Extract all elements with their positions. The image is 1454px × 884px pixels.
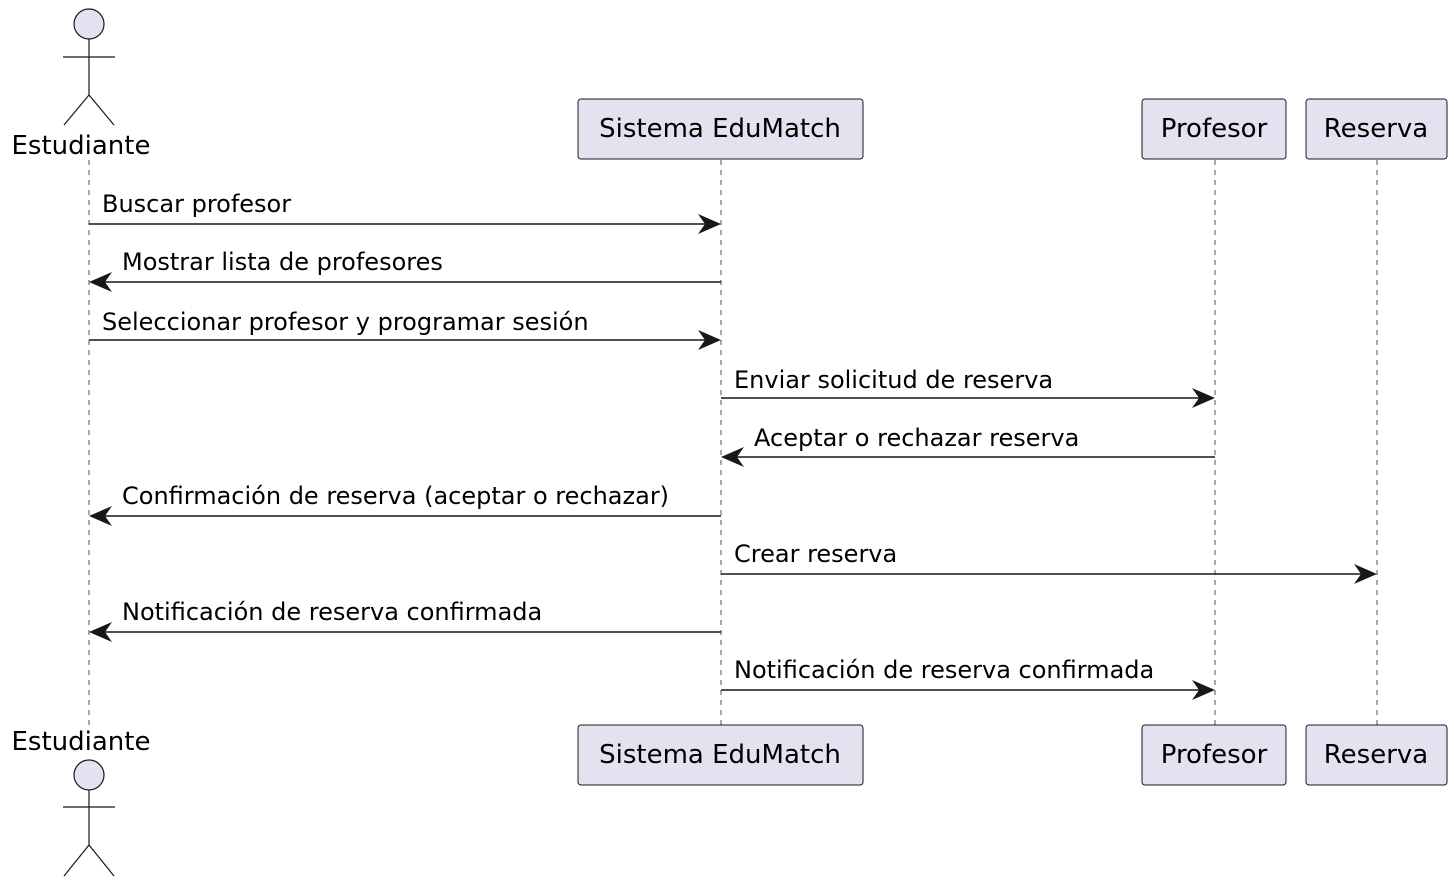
participant-label-sistema: Sistema EduMatch	[599, 114, 841, 144]
lifelines	[88, 160, 1378, 725]
message-label: Notificación de reserva confirmada	[122, 598, 542, 626]
actor-head	[73, 759, 105, 791]
message-8: Notificación de reserva confirmada	[89, 598, 721, 642]
actor-leg-left	[63, 844, 90, 877]
participants-bottom: Estudiante Sistema EduMatch Profesor Res…	[12, 724, 1448, 877]
participant-box	[1141, 724, 1287, 786]
arrowhead	[1192, 388, 1215, 408]
arrowhead	[1354, 564, 1377, 584]
message-4: Enviar solicitud de reserva	[721, 366, 1215, 408]
participants-top: Estudiante Sistema EduMatch Profesor Res…	[12, 8, 1448, 161]
participant-label-profesor: Profesor	[1161, 740, 1268, 770]
message-7: Crear reserva	[721, 540, 1377, 584]
participant-label-estudiante: Estudiante	[12, 727, 151, 757]
participant-label-profesor: Profesor	[1161, 114, 1268, 144]
message-label: Notificación de reserva confirmada	[734, 656, 1154, 684]
message-label: Aceptar o rechazar reserva	[754, 424, 1079, 452]
message-9: Notificación de reserva confirmada	[721, 656, 1215, 700]
message-label: Buscar profesor	[102, 190, 291, 218]
message-label: Mostrar lista de profesores	[122, 248, 443, 276]
participant-box	[1305, 724, 1448, 786]
arrowhead	[89, 272, 112, 292]
actor-estudiante-bottom: Estudiante	[12, 727, 151, 877]
arrowhead	[698, 330, 721, 350]
participant-box	[577, 98, 864, 160]
arrowhead	[89, 506, 112, 526]
actor-leg-left	[63, 94, 90, 126]
arrowhead	[721, 447, 744, 467]
participant-profesor-bottom: Profesor	[1141, 724, 1287, 786]
participant-box	[577, 724, 864, 786]
arrowhead	[698, 214, 721, 234]
message-1: Buscar profesor	[89, 190, 721, 234]
participant-profesor-top: Profesor	[1141, 98, 1287, 160]
message-label: Seleccionar profesor y programar sesión	[102, 308, 589, 336]
message-label: Crear reserva	[734, 540, 897, 568]
messages: Buscar profesor Mostrar lista de profeso…	[89, 190, 1377, 700]
participant-box	[1305, 98, 1448, 160]
participant-sistema-bottom: Sistema EduMatch	[577, 724, 864, 786]
arrowhead	[89, 622, 112, 642]
message-label: Confirmación de reserva (aceptar o recha…	[122, 482, 669, 510]
message-label: Enviar solicitud de reserva	[734, 366, 1053, 394]
participant-box	[1141, 98, 1287, 160]
actor-head	[73, 8, 105, 40]
participant-reserva-top: Reserva	[1305, 98, 1448, 160]
message-5: Aceptar o rechazar reserva	[721, 424, 1215, 467]
actor-estudiante-top: Estudiante	[12, 8, 151, 161]
arrowhead	[1192, 680, 1215, 700]
participant-label-reserva: Reserva	[1324, 114, 1428, 144]
participant-label-reserva: Reserva	[1324, 740, 1428, 770]
actor-leg-right	[88, 844, 115, 877]
participant-sistema-top: Sistema EduMatch	[577, 98, 864, 160]
message-2: Mostrar lista de profesores	[89, 248, 721, 292]
actor-leg-right	[88, 94, 115, 126]
participant-label-sistema: Sistema EduMatch	[599, 740, 841, 770]
participant-label-estudiante: Estudiante	[12, 131, 151, 161]
message-3: Seleccionar profesor y programar sesión	[89, 308, 721, 350]
message-6: Confirmación de reserva (aceptar o recha…	[89, 482, 721, 526]
participant-reserva-bottom: Reserva	[1305, 724, 1448, 786]
